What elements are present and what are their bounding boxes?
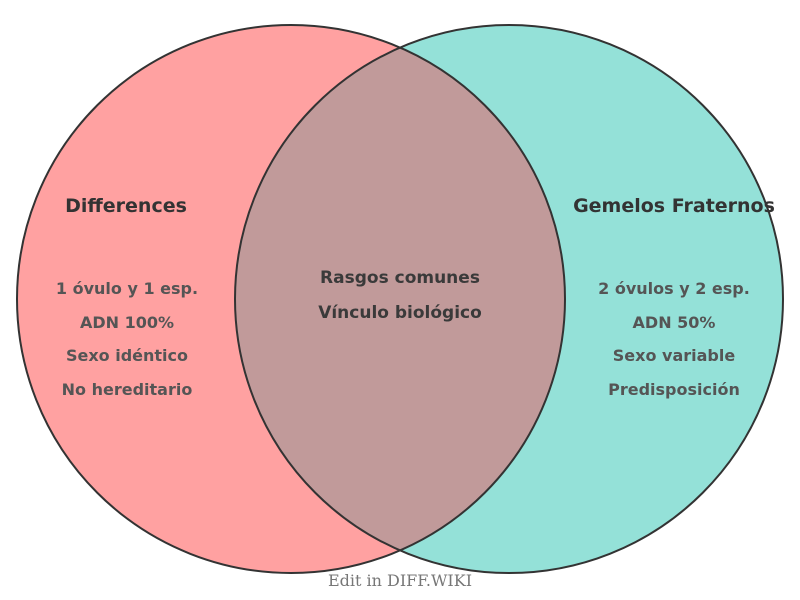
left-item-1: 1 óvulo y 1 esp. xyxy=(56,279,198,298)
overlap-clip-group xyxy=(235,25,565,573)
left-item-2: ADN 100% xyxy=(80,313,174,332)
overlap-region xyxy=(235,25,565,573)
right-item-1: 2 óvulos y 2 esp. xyxy=(598,279,750,298)
left-item-4: No hereditario xyxy=(62,380,193,399)
right-item-3: Sexo variable xyxy=(613,346,736,365)
right-circle-outline xyxy=(234,24,784,574)
left-circle-outline xyxy=(16,24,566,574)
right-item-2: ADN 50% xyxy=(633,313,716,332)
edit-in-diffwiki-link[interactable]: Edit in DIFF.WIKI xyxy=(328,571,472,590)
left-circle-title: Differences xyxy=(65,195,187,217)
left-item-3: Sexo idéntico xyxy=(66,346,188,365)
overlap-item-1: Rasgos comunes xyxy=(320,268,480,288)
right-circle-title: Gemelos Fraternos xyxy=(573,195,775,217)
overlap-item-2: Vínculo biológico xyxy=(318,303,482,323)
right-item-4: Predisposición xyxy=(608,380,740,399)
